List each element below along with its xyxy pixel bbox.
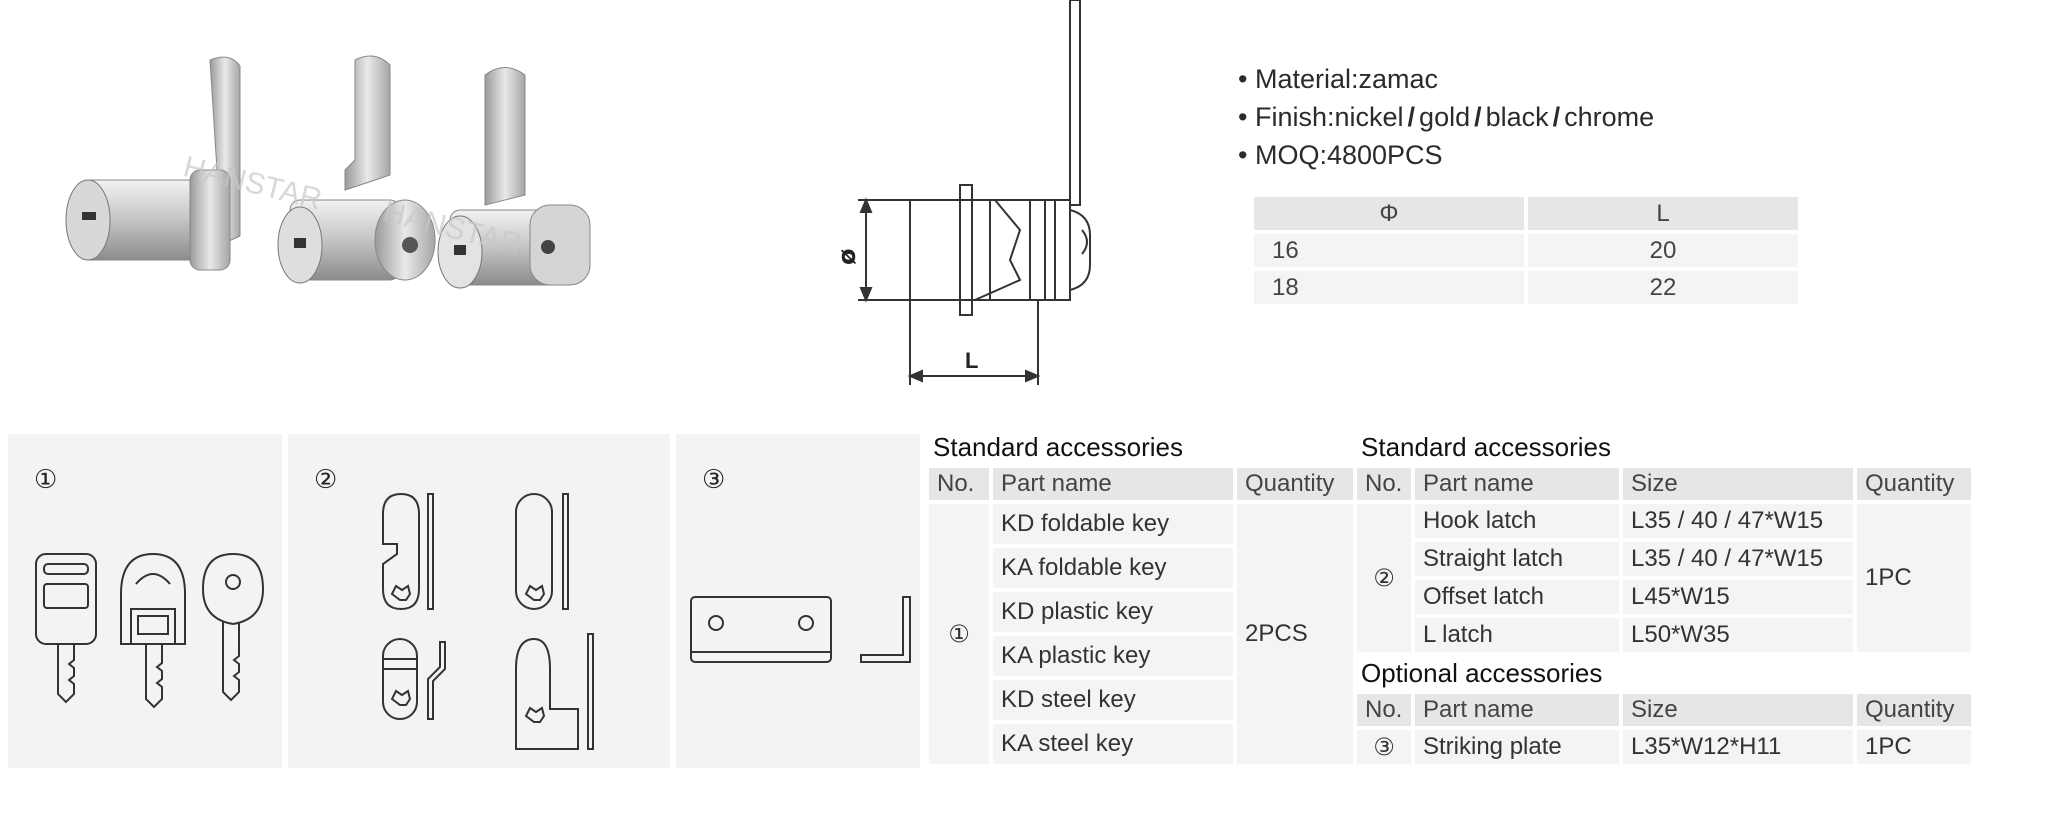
part-name-cell: Striking plate	[1415, 730, 1619, 764]
size-cell: L45*W15	[1623, 580, 1853, 614]
row-number: ②	[1357, 504, 1411, 652]
striking-plate-side-icon	[860, 596, 911, 663]
striking-plate-panel: ③	[676, 434, 920, 768]
spec-moq: • MOQ:4800PCS	[1238, 140, 1443, 170]
col-header-part-name: Part name	[1415, 468, 1619, 500]
col-header-size: Size	[1623, 694, 1853, 726]
row-number: ③	[1357, 730, 1411, 764]
quantity-cell: 1PC	[1857, 504, 1971, 652]
part-name-cell: Straight latch	[1415, 542, 1619, 576]
part-name-cell: L latch	[1415, 618, 1619, 652]
col-header-quantity: Quantity	[1857, 468, 1971, 500]
finish-gold: gold	[1419, 102, 1471, 132]
dim-header-diameter: Φ	[1254, 197, 1524, 230]
dim-cell: 20	[1528, 234, 1798, 267]
cam-lock-offset-photo	[277, 55, 436, 284]
spec-list: • Material:zamac • Finish:nickel/gold/bl…	[1238, 60, 1838, 174]
part-name-cell: KD foldable key	[993, 504, 1233, 544]
col-header-no: No.	[929, 468, 989, 500]
cam-lock-hook-photo	[65, 56, 241, 271]
standard-latches-section: Standard accessories No. Part name Size …	[1353, 430, 1975, 768]
finish-black: black	[1485, 102, 1549, 132]
finish-nickel: nickel	[1334, 102, 1404, 132]
standard-keys-table: No. Part name Quantity ① KD foldable key…	[925, 464, 1357, 768]
col-header-quantity: Quantity	[1857, 694, 1971, 726]
col-header-quantity: Quantity	[1237, 468, 1353, 500]
quantity-cell: 1PC	[1857, 730, 1971, 764]
hook-latch-icon	[382, 492, 434, 611]
steel-key-icon	[201, 552, 265, 702]
foldable-key-icon	[35, 553, 97, 704]
straight-latch-icon	[515, 493, 569, 610]
latches-panel: ②	[288, 434, 670, 768]
col-header-part-name: Part name	[1415, 694, 1619, 726]
section-title: Standard accessories	[933, 432, 1184, 462]
keys-panel: ①	[8, 434, 282, 768]
part-name-cell: Hook latch	[1415, 504, 1619, 538]
size-cell: L35 / 40 / 47*W15	[1623, 504, 1853, 538]
striking-plate-icon	[690, 596, 832, 663]
size-cell: L35*W12*H11	[1623, 730, 1853, 764]
optional-accessories-table: No. Part name Size Quantity ③ Striking p…	[1353, 690, 1975, 768]
l-latch-icon	[515, 633, 594, 750]
spec-finish: • Finish:nickel/gold/black/chrome	[1238, 102, 1655, 132]
panel-number: ②	[314, 464, 338, 494]
part-name-cell: Offset latch	[1415, 580, 1619, 614]
part-name-cell: KA plastic key	[993, 636, 1233, 676]
col-header-part-name: Part name	[993, 468, 1233, 500]
product-photos: HANSTAR HANSTAR	[65, 55, 591, 289]
standard-keys-section: Standard accessories No. Part name Quant…	[925, 430, 1357, 768]
panel-number: ③	[702, 464, 726, 494]
spec-material: • Material:zamac	[1238, 64, 1439, 94]
length-label: L	[965, 348, 978, 373]
col-header-no: No.	[1357, 694, 1411, 726]
cam-lock-straight-photo	[437, 67, 591, 289]
diameter-label: ø	[833, 249, 861, 266]
dim-cell: 22	[1528, 271, 1798, 304]
part-name-cell: KD steel key	[993, 680, 1233, 720]
optional-section-title: Optional accessories	[1361, 658, 1603, 688]
part-name-cell: KA foldable key	[993, 548, 1233, 588]
col-header-no: No.	[1357, 468, 1411, 500]
plastic-key-icon	[120, 552, 186, 709]
part-name-cell: KA steel key	[993, 724, 1233, 764]
col-header-size: Size	[1623, 468, 1853, 500]
size-cell: L35 / 40 / 47*W15	[1623, 542, 1853, 576]
section-title: Standard accessories	[1361, 432, 1612, 462]
dim-cell: 18	[1254, 271, 1524, 304]
quantity-cell: 2PCS	[1237, 504, 1353, 764]
technical-drawing: ø L	[833, 0, 1091, 385]
part-name-cell: KD plastic key	[993, 592, 1233, 632]
dim-cell: 16	[1254, 234, 1524, 267]
finish-chrome: chrome	[1564, 102, 1655, 132]
size-cell: L50*W35	[1623, 618, 1853, 652]
offset-latch-icon	[382, 638, 446, 720]
row-number: ①	[929, 504, 989, 764]
dimension-table: Φ L 16 20 18 22	[1250, 193, 1802, 308]
standard-latches-table: No. Part name Size Quantity ② Hook latch…	[1353, 464, 1975, 656]
dim-header-length: L	[1528, 197, 1798, 230]
panel-number: ①	[34, 464, 58, 494]
